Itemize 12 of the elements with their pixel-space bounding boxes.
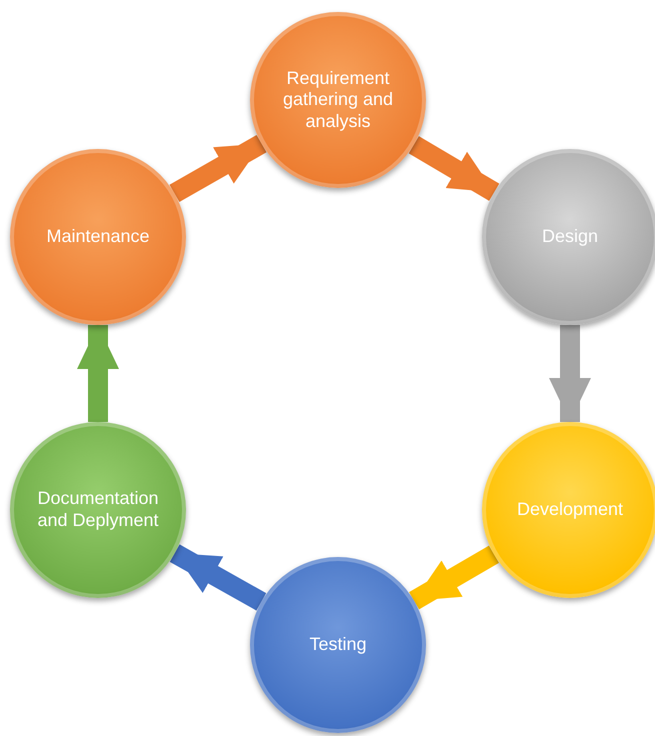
block-arrow (549, 325, 591, 422)
stage-label: Development (516, 499, 624, 521)
stage-label: Testing (308, 634, 368, 656)
stage-label: Design (540, 226, 600, 248)
block-arrow (408, 136, 500, 201)
block-arrow (77, 325, 119, 422)
block-arrow (170, 544, 266, 611)
block-arrow (409, 546, 499, 610)
stage-label: Requirement gathering and analysis (282, 68, 394, 132)
block-arrow (169, 134, 267, 202)
stage-label: Documentation and Deplyment (37, 488, 159, 532)
stage-label: Maintenance (45, 226, 151, 248)
